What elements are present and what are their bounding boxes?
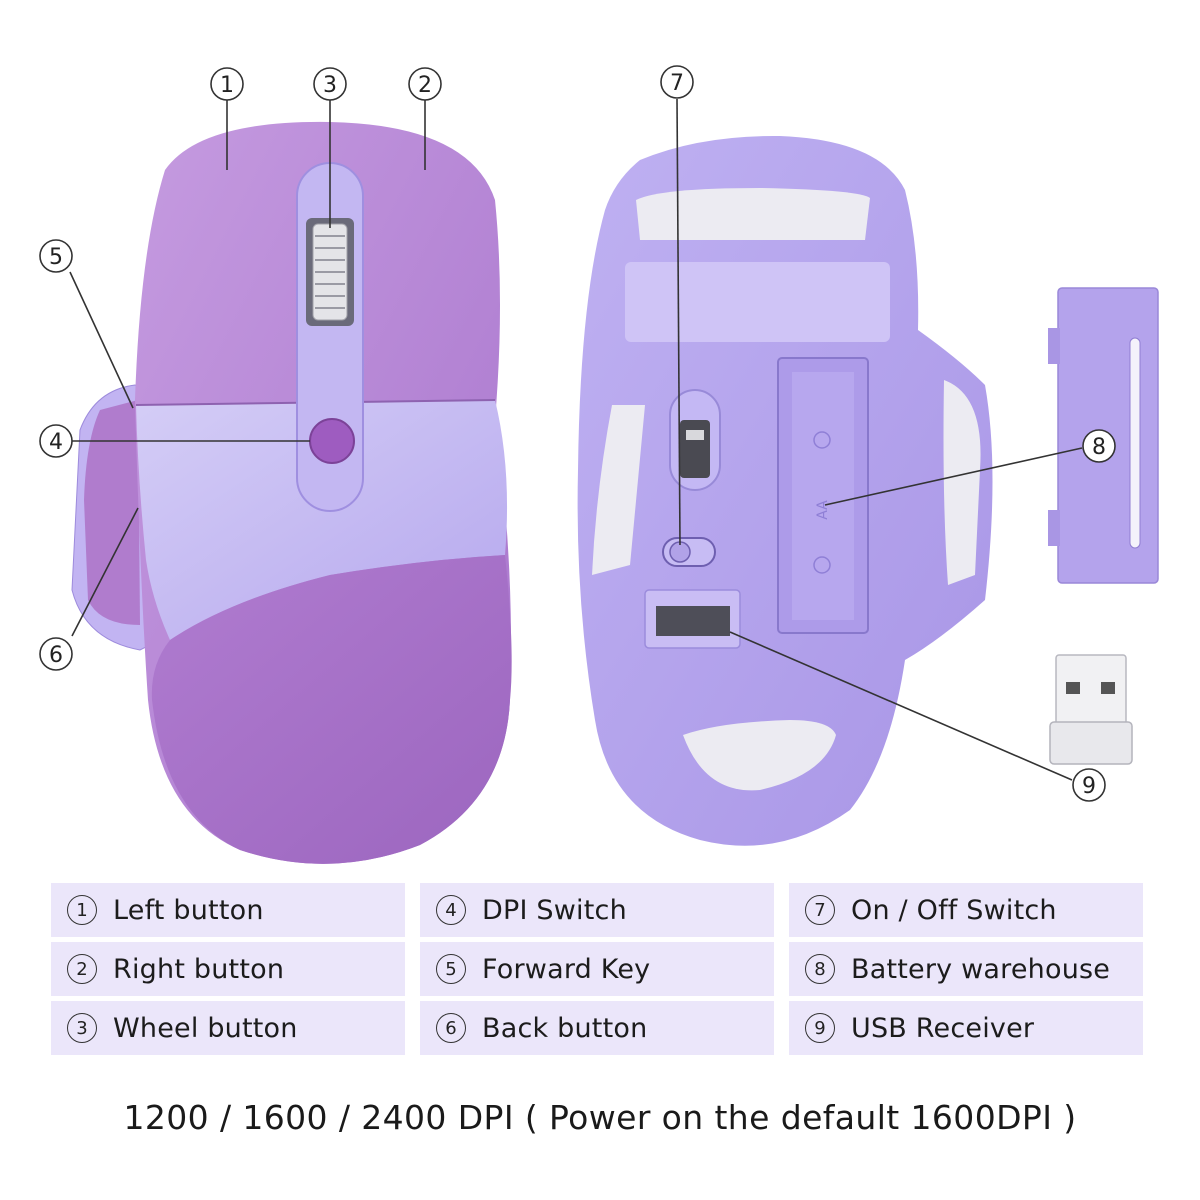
callout-marker-2: 2 xyxy=(408,67,442,101)
leader-lines xyxy=(69,98,1083,781)
callout-marker-3: 3 xyxy=(313,67,347,101)
left-foot xyxy=(592,405,645,575)
sensor-lens xyxy=(680,420,710,478)
dpi-footer-note: 1200 / 1600 / 2400 DPI ( Power on the de… xyxy=(123,1098,1077,1137)
mouse-bottom-view: AA xyxy=(577,135,993,846)
callout-marker-7: 7 xyxy=(660,65,694,99)
usb-receiver xyxy=(1049,654,1133,765)
side-grip-leather xyxy=(84,400,140,625)
wheel-ridges xyxy=(315,235,345,309)
callout-markers: 1 3 2 5 4 6 7 8 xyxy=(39,65,1116,802)
svg-text:7: 7 xyxy=(670,71,684,96)
mouse-top-view xyxy=(71,121,512,864)
svg-text:3: 3 xyxy=(323,73,337,98)
svg-text:AA: AA xyxy=(815,500,831,520)
bottom-foot xyxy=(683,720,836,791)
top-foot xyxy=(636,188,870,240)
svg-text:9: 9 xyxy=(1082,774,1096,799)
palm-rest xyxy=(151,555,512,864)
mid-shell xyxy=(136,400,508,640)
callout-marker-1: 1 xyxy=(210,67,244,101)
svg-text:2: 2 xyxy=(418,73,432,98)
svg-text:1: 1 xyxy=(220,73,234,98)
top-panel xyxy=(625,262,890,342)
svg-text:4: 4 xyxy=(49,430,63,455)
right-foot xyxy=(943,380,981,585)
svg-text:8: 8 xyxy=(1092,435,1106,460)
callout-marker-9: 9 xyxy=(1072,768,1106,802)
callout-marker-4: 4 xyxy=(39,424,73,458)
callout-marker-6: 6 xyxy=(39,637,73,671)
dpi-button xyxy=(309,418,355,464)
callout-marker-5: 5 xyxy=(39,239,73,273)
svg-text:5: 5 xyxy=(49,245,63,270)
svg-text:6: 6 xyxy=(49,643,63,668)
stored-receiver xyxy=(656,606,730,636)
callout-marker-8: 8 xyxy=(1082,429,1116,463)
